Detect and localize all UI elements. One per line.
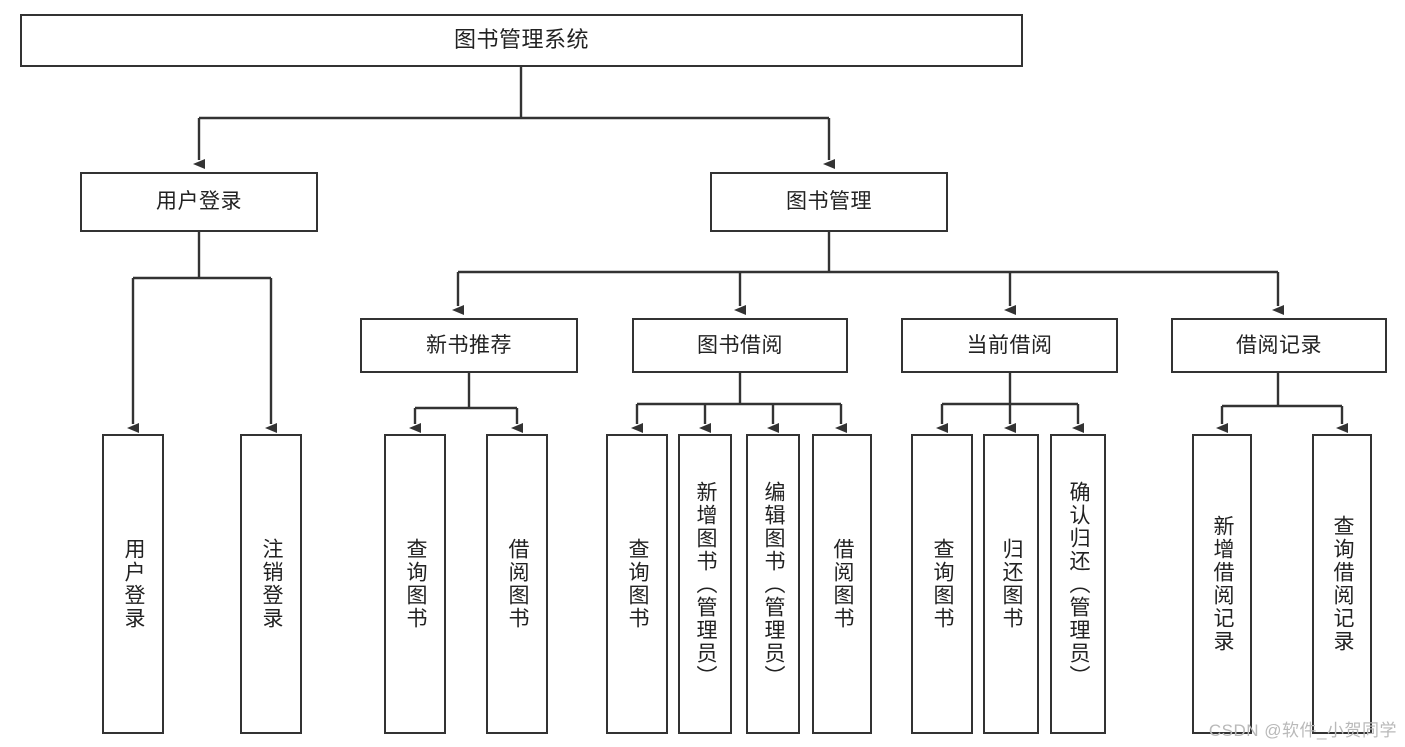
- node-label: 借阅图书: [831, 538, 855, 630]
- node-label: 当前借阅: [966, 333, 1053, 357]
- leaf-current-return-book[interactable]: 归还图书: [983, 434, 1039, 734]
- node-label: 图书管理: [786, 190, 872, 214]
- node-current-borrow[interactable]: 当前借阅: [901, 318, 1118, 373]
- leaf-user-logout[interactable]: 注销登录: [240, 434, 302, 734]
- node-label: 借阅记录: [1236, 333, 1322, 357]
- watermark-text: CSDN @软件_小贺同学: [1208, 721, 1397, 740]
- leaf-current-confirm-return-admin[interactable]: 确认归还（管理员）: [1050, 434, 1106, 734]
- node-label: 查询借阅记录: [1331, 515, 1355, 653]
- leaf-recommend-borrow-book[interactable]: 借阅图书: [486, 434, 548, 734]
- node-label: 图书管理系统: [453, 27, 589, 53]
- node-new-book-recommend[interactable]: 新书推荐: [360, 318, 578, 373]
- node-label: 新增图书（管理员）: [694, 480, 718, 688]
- leaf-borrow-add-book-admin[interactable]: 新增图书（管理员）: [678, 434, 732, 734]
- leaf-current-query-book[interactable]: 查询图书: [911, 434, 973, 734]
- leaf-borrow-edit-book-admin[interactable]: 编辑图书（管理员）: [746, 434, 800, 734]
- node-label: 归还图书: [1000, 538, 1024, 630]
- node-label: 确认归还（管理员）: [1067, 480, 1091, 688]
- node-label: 用户登录: [156, 190, 242, 214]
- leaf-borrow-query-book[interactable]: 查询图书: [606, 434, 668, 734]
- leaf-records-query-record[interactable]: 查询借阅记录: [1312, 434, 1372, 734]
- node-book-borrow[interactable]: 图书借阅: [632, 318, 848, 373]
- node-book-management[interactable]: 图书管理: [710, 172, 948, 232]
- node-label: 图书借阅: [697, 333, 783, 357]
- node-label: 注销登录: [260, 538, 284, 630]
- node-label: 用户登录: [122, 538, 146, 630]
- node-label: 借阅图书: [506, 538, 530, 630]
- leaf-recommend-query-book[interactable]: 查询图书: [384, 434, 446, 734]
- node-root-system[interactable]: 图书管理系统: [20, 14, 1023, 67]
- node-label: 新书推荐: [426, 333, 512, 357]
- node-label: 查询图书: [404, 538, 428, 630]
- leaf-records-add-record[interactable]: 新增借阅记录: [1192, 434, 1252, 734]
- node-label: 查询图书: [931, 538, 955, 630]
- leaf-borrow-borrow-book[interactable]: 借阅图书: [812, 434, 872, 734]
- node-label: 编辑图书（管理员）: [762, 480, 786, 688]
- node-label: 查询图书: [626, 538, 650, 630]
- node-borrow-records[interactable]: 借阅记录: [1171, 318, 1387, 373]
- node-label: 新增借阅记录: [1211, 515, 1235, 653]
- leaf-user-login[interactable]: 用户登录: [102, 434, 164, 734]
- node-user-login[interactable]: 用户登录: [80, 172, 318, 232]
